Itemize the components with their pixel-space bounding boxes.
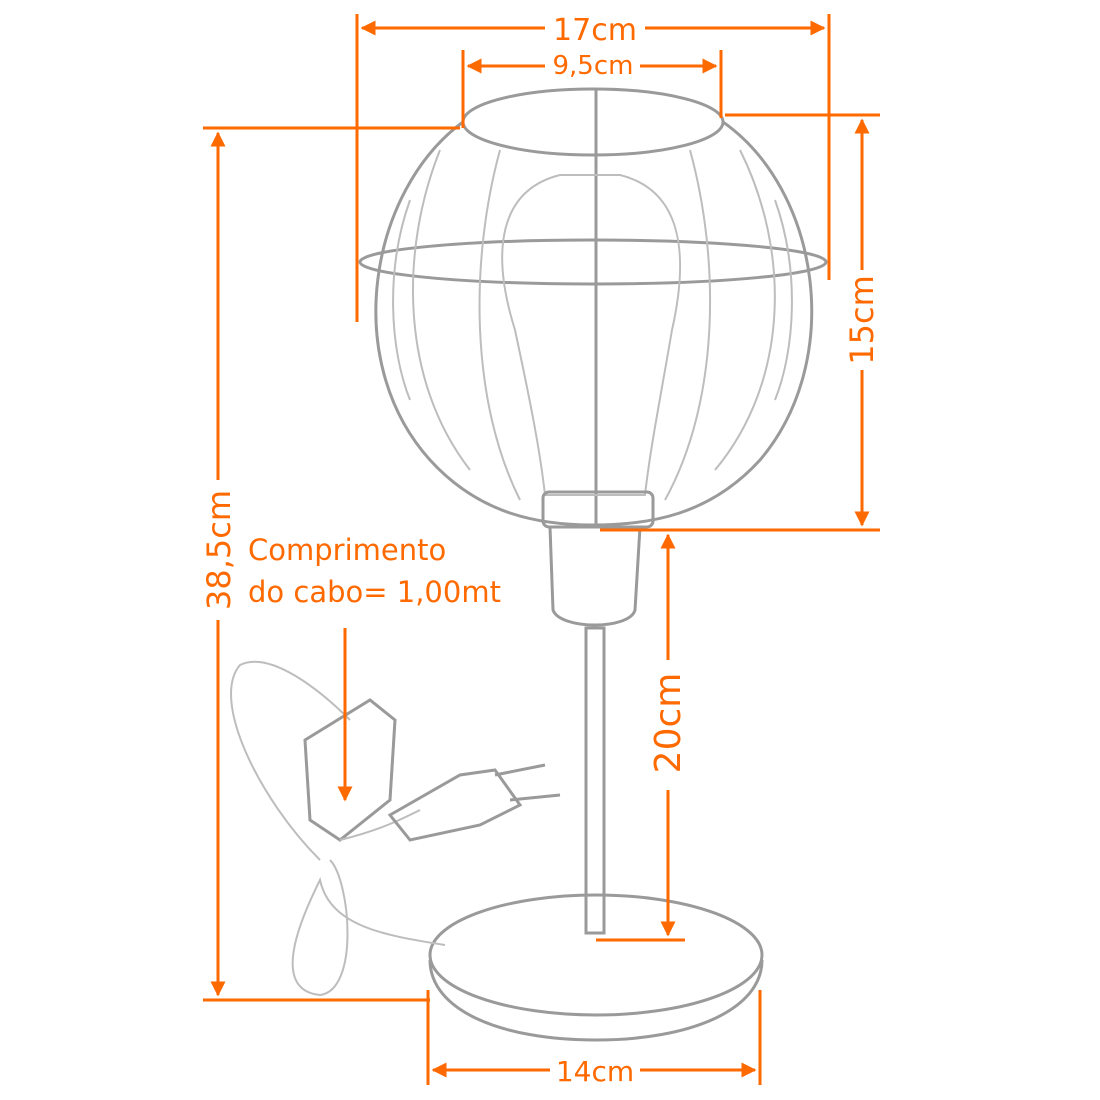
dim-top-opening-label: 9,5cm xyxy=(553,51,634,81)
stem xyxy=(584,626,606,935)
dim-stem-height-label: 20cm xyxy=(648,673,689,774)
dim-total-width-label: 17cm xyxy=(553,13,637,48)
dim-shade-height-label: 15cm xyxy=(843,275,881,364)
dim-base-width-label: 14cm xyxy=(556,1055,634,1088)
cage-shade xyxy=(358,87,828,527)
dim-total-height-label: 38,5cm xyxy=(200,490,238,610)
base xyxy=(428,893,764,1042)
bulb xyxy=(501,174,682,627)
cable-and-plug xyxy=(230,660,561,997)
cable-note-line1: Comprimento xyxy=(248,533,446,567)
lamp-illustration xyxy=(230,87,828,1042)
cable-note-line2: do cabo= 1,00mt xyxy=(248,575,501,609)
dimension-lines xyxy=(203,14,880,1085)
